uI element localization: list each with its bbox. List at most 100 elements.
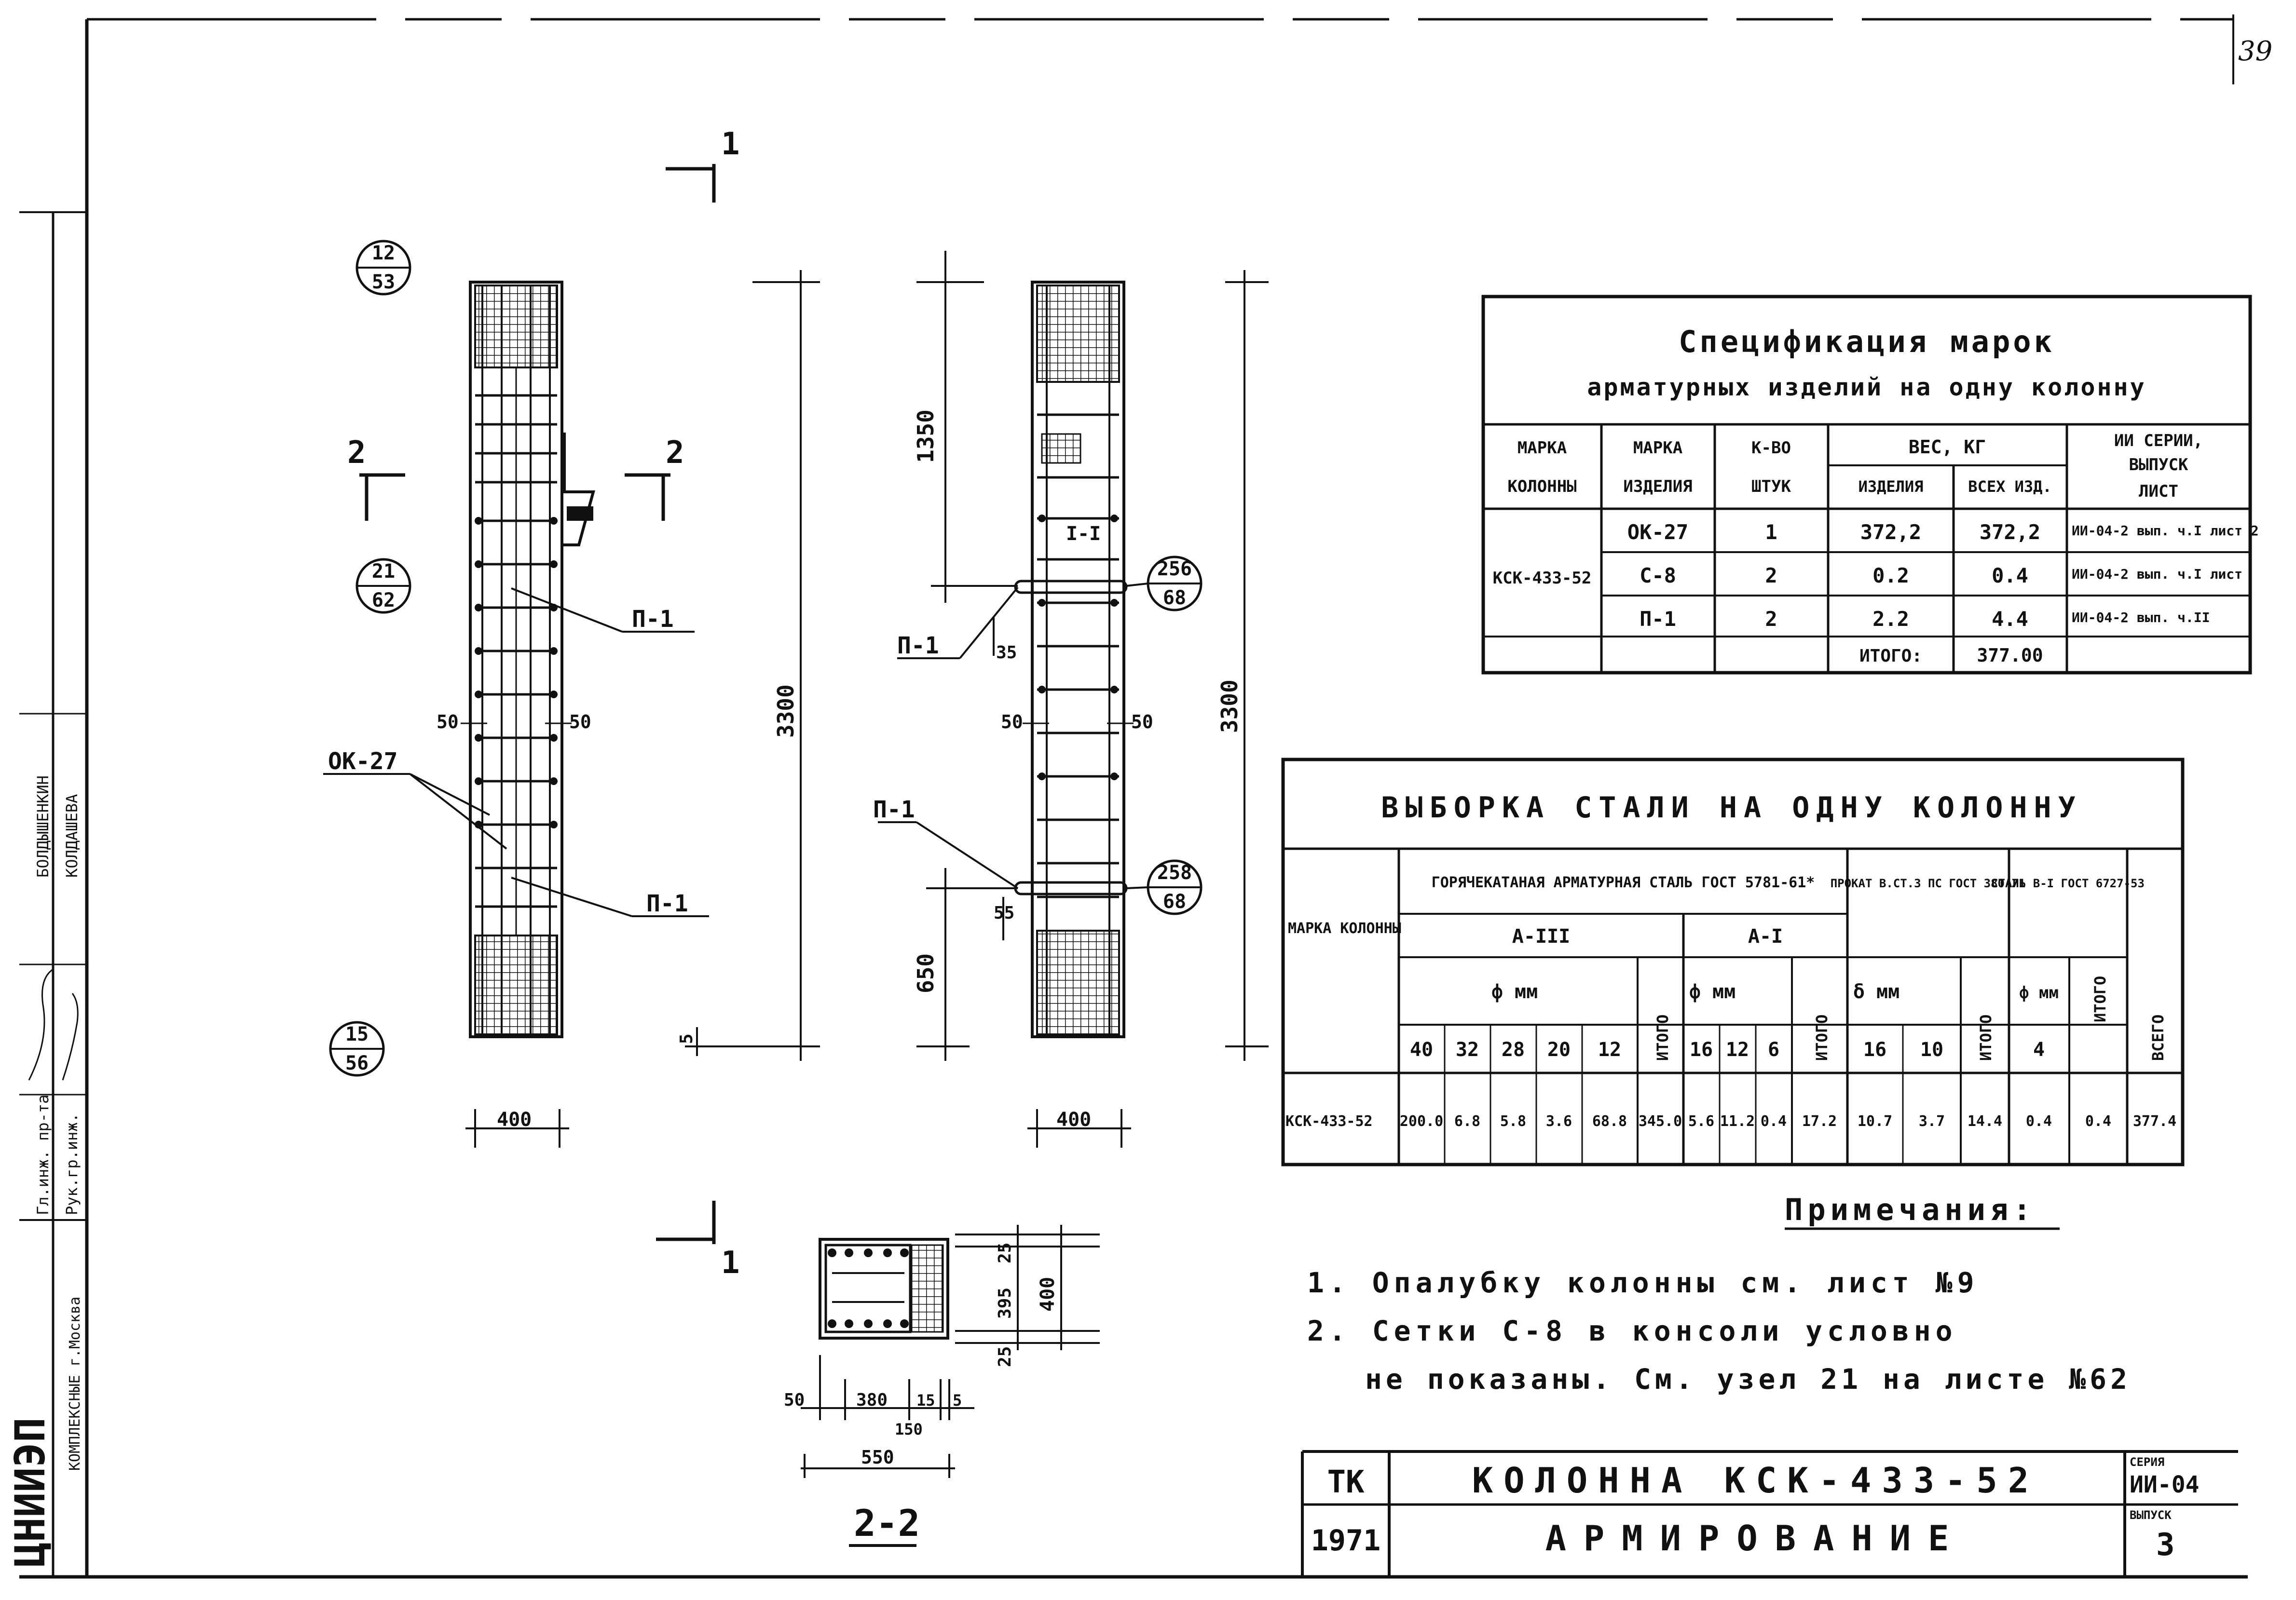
- spec-title-1: Спецификация марок: [1679, 324, 2055, 359]
- svg-text:12: 12: [1726, 1039, 1749, 1061]
- svg-text:377.4: 377.4: [2133, 1113, 2176, 1130]
- svg-text:372,2: 372,2: [1980, 520, 2040, 544]
- svg-text:17.2: 17.2: [1802, 1113, 1837, 1130]
- svg-text:ОК-27: ОК-27: [1627, 520, 1688, 544]
- right-stirrups: [1037, 413, 1119, 898]
- svg-text:372,2: 372,2: [1860, 520, 1921, 544]
- svg-text:62: 62: [372, 589, 395, 611]
- svg-text:С-8: С-8: [1640, 564, 1676, 587]
- marker-256-68: 256 68: [1147, 556, 1203, 611]
- console-plate: [567, 506, 593, 521]
- dim-25-top: 25: [995, 1243, 1015, 1263]
- steel-table: ВЫБОРКА СТАЛИ НА ОДНУ КОЛОННУ МАРКА КОЛО…: [1281, 758, 2185, 1166]
- steel-title: ВЫБОРКА СТАЛИ НА ОДНУ КОЛОННУ: [1381, 791, 2082, 825]
- svg-text:6.8: 6.8: [1454, 1113, 1480, 1130]
- dim-150: 150: [895, 1420, 923, 1438]
- svg-text:1: 1: [1765, 520, 1777, 544]
- section-mark-2-left: [359, 473, 405, 521]
- svg-text:0.4: 0.4: [2085, 1113, 2111, 1130]
- svg-text:53: 53: [372, 271, 395, 293]
- svg-text:ИИ СЕРИИ,: ИИ СЕРИИ,: [2114, 431, 2203, 450]
- svg-text:16: 16: [1863, 1039, 1886, 1061]
- svg-text:68: 68: [1163, 891, 1186, 913]
- svg-text:14.4: 14.4: [1968, 1113, 2002, 1130]
- section-2-2: 25 395 25 400 50 380 15 5 150 550 2-2: [784, 1225, 1100, 1547]
- svg-text:ИТОГО: ИТОГО: [1813, 1015, 1831, 1061]
- dim-25-bottom: 25: [995, 1346, 1015, 1367]
- svg-text:258: 258: [1157, 862, 1192, 884]
- svg-text:15: 15: [345, 1023, 369, 1045]
- svg-text:10: 10: [1920, 1039, 1943, 1061]
- dim-400-left: 400: [497, 1109, 532, 1131]
- signature-2-icon: [62, 993, 79, 1081]
- label-i1: I-I: [1066, 523, 1101, 545]
- title-subtitle: АРМИРОВАНИЕ: [1545, 1518, 1967, 1559]
- svg-text:ф мм: ф мм: [1689, 981, 1736, 1003]
- svg-text:МАРКА: МАРКА: [1633, 438, 1682, 458]
- sheet-frame: [19, 14, 2248, 1579]
- section-2-2-label: 2-2: [854, 1502, 920, 1545]
- dim-550: 550: [861, 1447, 894, 1468]
- svg-text:ШТУК: ШТУК: [1751, 477, 1791, 496]
- svg-text:ИИ-04-2 вып. ч.I лист: ИИ-04-2 вып. ч.I лист: [2072, 566, 2242, 582]
- note-1: 1. Опалубку колонны см. лист №9: [1307, 1266, 1979, 1299]
- notes-title: Примечания:: [1785, 1192, 2036, 1227]
- label-p1-right-top: П-1: [897, 632, 939, 659]
- svg-text:0.2: 0.2: [1872, 564, 1909, 587]
- svg-text:0.4: 0.4: [2026, 1113, 2052, 1130]
- svg-text:40: 40: [1410, 1039, 1433, 1061]
- svg-text:20: 20: [1547, 1039, 1571, 1061]
- stamp-org: ЦНИИЭП: [6, 1417, 55, 1567]
- svg-text:П-1: П-1: [1640, 607, 1676, 631]
- marker-258-68: 258 68: [1147, 859, 1203, 915]
- dim-400-section: 400: [1037, 1277, 1059, 1312]
- title-issue-value: 3: [2156, 1527, 2175, 1563]
- column-elevation-left: 400 50 50: [437, 281, 595, 1148]
- spec-column-mark: КСК-433-52: [1493, 569, 1592, 588]
- svg-text:ИЗДЕЛИЯ: ИЗДЕЛИЯ: [1623, 477, 1692, 496]
- stamp-role2: Рук.гр.инж.: [63, 1113, 81, 1215]
- dim-1350: 1350: [913, 409, 939, 463]
- stamp-role1: Гл.инж. пр-та: [34, 1095, 52, 1215]
- section-1-label-bottom: 1: [721, 1245, 740, 1281]
- dim-3300-right: 3300: [1216, 679, 1243, 733]
- svg-text:ИТОГО: ИТОГО: [1654, 1015, 1672, 1061]
- dim-380: 380: [856, 1390, 888, 1410]
- spec-total-label: ИТОГО:: [1859, 646, 1922, 666]
- svg-text:5.8: 5.8: [1500, 1113, 1526, 1130]
- svg-text:ИЗДЕЛИЯ: ИЗДЕЛИЯ: [1859, 477, 1924, 496]
- steel-wire: СТАЛЬ В-I ГОСТ 6727-53: [1991, 877, 2145, 890]
- steel-row-values: 200.0 6.8 5.8 3.6 68.8 345.0 5.6 11.2 0.…: [1400, 1113, 2176, 1130]
- title-series-value: ИИ-04: [2130, 1471, 2200, 1498]
- svg-text:ВЫПУСК: ВЫПУСК: [2129, 455, 2188, 475]
- title-code: ТК: [1327, 1464, 1365, 1500]
- svg-text:ЛИСТ: ЛИСТ: [2139, 482, 2178, 501]
- svg-text:2: 2: [1765, 564, 1777, 587]
- steel-mark-header: МАРКА КОЛОННЫ: [1288, 920, 1401, 937]
- svg-text:МАРКА: МАРКА: [1517, 438, 1567, 458]
- section-mark-1-bottom: [656, 1201, 716, 1244]
- svg-text:ВЕС, КГ: ВЕС, КГ: [1909, 436, 1986, 458]
- section-mark-2-right: [625, 473, 670, 521]
- title-series-label: СЕРИЯ: [2130, 1455, 2164, 1469]
- title-block: ТК 1971 КОЛОННА КСК-433-52 АРМИРОВАНИЕ С…: [1301, 1450, 2238, 1577]
- steel-rolled: ПРОКАТ В.СТ.3 ПС ГОСТ 380-71: [1831, 877, 2026, 890]
- column-elevation-right: I-I 400 50 50: [1001, 281, 1153, 1148]
- dim-400-right: 400: [1056, 1109, 1091, 1131]
- svg-text:11.2: 11.2: [1720, 1113, 1755, 1130]
- svg-text:А-III: А-III: [1512, 925, 1570, 948]
- dim-50-left-a: 50: [437, 711, 459, 732]
- svg-text:ф мм: ф мм: [2019, 983, 2059, 1003]
- svg-text:δ мм: δ мм: [1853, 981, 1900, 1003]
- stamp-name2: КОЛДАШЕВА: [63, 794, 81, 878]
- svg-text:12: 12: [372, 242, 395, 264]
- svg-text:4: 4: [2033, 1039, 2045, 1061]
- dim-50-right-b: 50: [1131, 711, 1153, 732]
- dim-5: 5: [677, 1033, 697, 1044]
- left-stirrups: [475, 394, 557, 908]
- dim-5-section: 5: [953, 1391, 962, 1410]
- marker-15-56: 15 56: [329, 1021, 385, 1077]
- console-outline: [562, 433, 595, 546]
- svg-text:ВСЕХ ИЗД.: ВСЕХ ИЗД.: [1968, 477, 2051, 496]
